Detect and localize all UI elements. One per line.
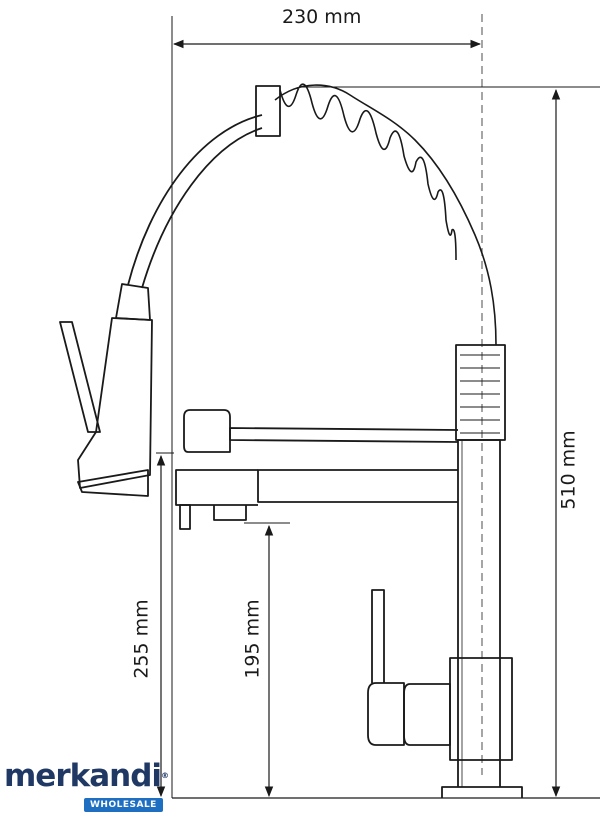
faucet-drawing — [59, 83, 523, 798]
lower-spout-head — [175, 469, 258, 506]
spray-head-trigger — [59, 321, 101, 433]
lower-spout-arm — [257, 469, 458, 503]
body-column — [457, 439, 501, 787]
handle-collar — [449, 657, 513, 761]
brand-logo: merkandi® WHOLESALE — [4, 760, 174, 812]
upper-spout-head — [183, 409, 231, 453]
handle-housing — [403, 683, 451, 746]
registered-mark: ® — [161, 771, 169, 780]
handle-cap — [367, 682, 405, 746]
upper-spout-arm — [229, 427, 459, 443]
brand-name: merkandi — [4, 758, 162, 794]
width-label: 230 mm — [282, 6, 362, 28]
spring-coil — [274, 83, 497, 346]
brand-tagline: WHOLESALE — [84, 798, 163, 812]
spray-head-neck — [115, 283, 151, 321]
spray-head-nozzle — [77, 469, 149, 497]
hose-connector — [255, 85, 281, 137]
collar-ridges — [460, 354, 500, 434]
aerator-height-label: 195 mm — [241, 599, 264, 679]
spout-height-label: 255 mm — [130, 599, 153, 679]
aerator — [213, 505, 247, 521]
spray-head-body — [77, 317, 153, 489]
lever-handle — [371, 589, 385, 683]
spring-collar — [455, 344, 506, 441]
base-plate — [441, 786, 523, 798]
height-label: 510 mm — [557, 430, 580, 510]
pull-hose — [127, 114, 263, 289]
aerator-cap — [179, 504, 191, 530]
